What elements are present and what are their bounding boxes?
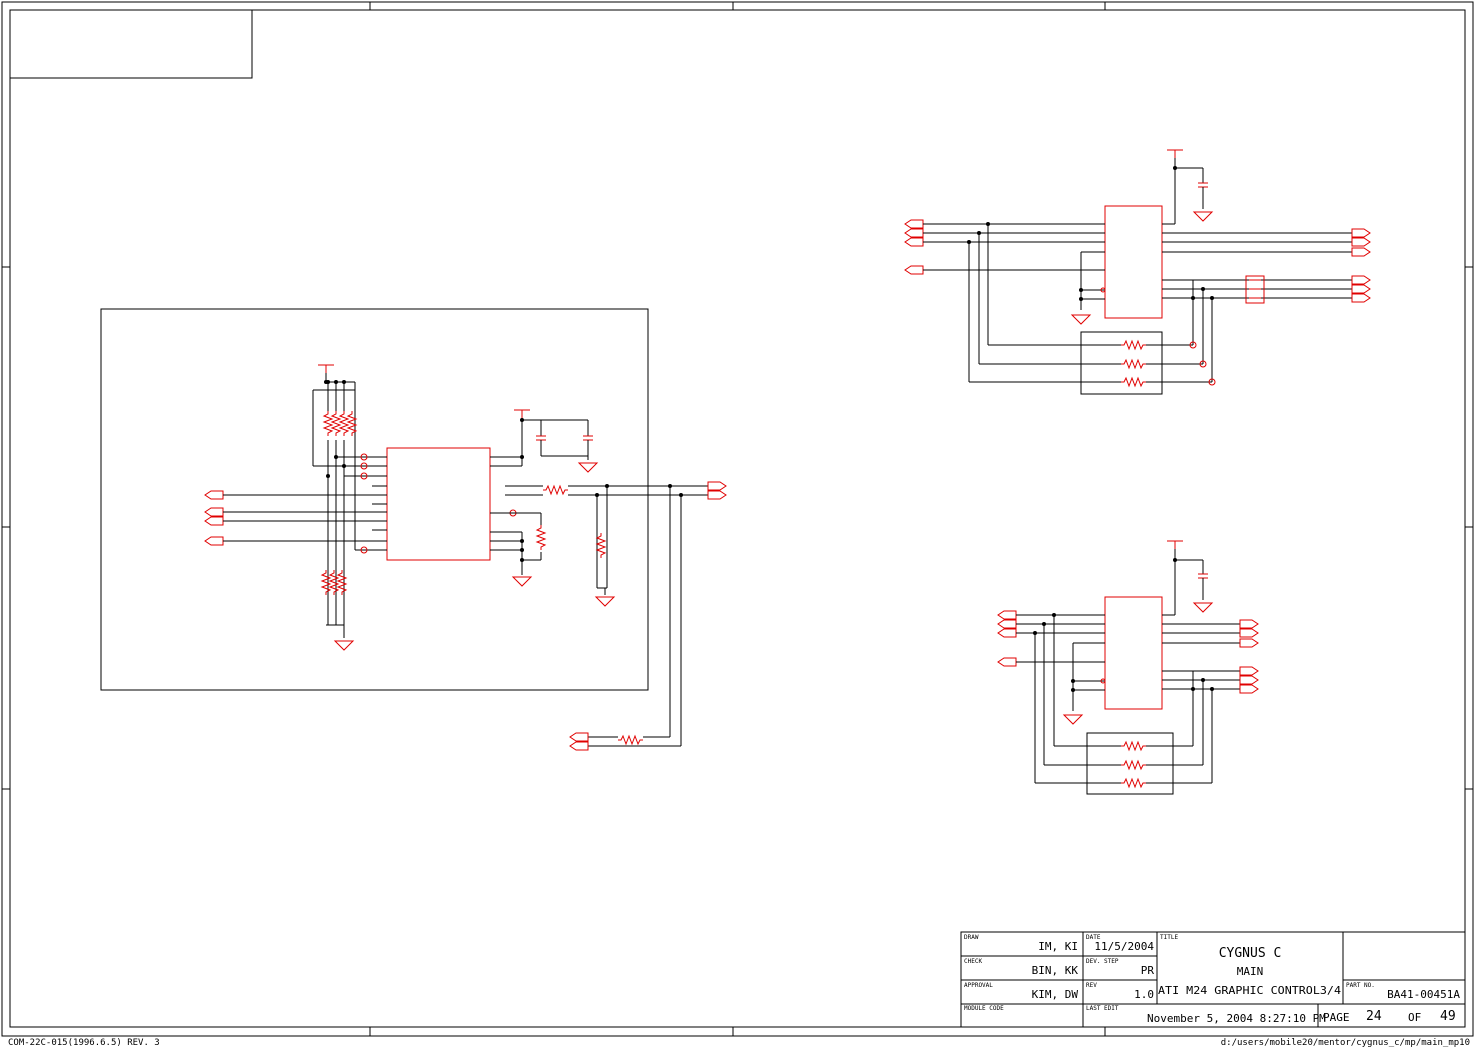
form-code: COM-22C-015(1996.6.5) REV. 3 [8,1038,160,1047]
part-no-label: PART NO. [1346,982,1375,989]
module-code-label: MODULE CODE [964,1005,1004,1012]
dev-step-value: PR [1141,964,1155,977]
draw-value: IM, KI [1038,940,1078,953]
of-label: OF [1408,1011,1421,1024]
rev-value: 1.0 [1134,988,1154,1001]
date-value: 11/5/2004 [1094,940,1154,953]
title-line-2: MAIN [1237,965,1264,978]
approval-value: KIM, DW [1032,988,1079,1001]
draw-label: DRAW [964,934,979,941]
date-label: DATE [1086,934,1101,941]
ic-upper-right [1104,205,1163,319]
page-label: PAGE [1323,1011,1350,1024]
total-pages: 49 [1440,1009,1456,1024]
last-edit-label: LAST EDIT [1086,1005,1119,1012]
ic-left [386,447,491,561]
check-value: BIN, KK [1032,964,1079,977]
file-path: d:/users/mobile20/mentor/cygnus_c/mp/mai… [1221,1038,1470,1047]
approval-label: APPROVAL [964,982,993,989]
note-box [9,9,253,79]
title-block: DRAW IM, KI CHECK BIN, KK APPROVAL KIM, … [960,931,1466,1028]
circuit-block-upper-right [904,149,1371,395]
ic-lower-right [1104,596,1163,710]
page-value: 24 [1366,1009,1382,1024]
title-line-3: ATI M24 GRAPHIC CONTROL3/4 [1158,984,1341,997]
part-no-value: BA41-00451A [1387,988,1460,1001]
title-label: TITLE [1160,934,1178,941]
check-label: CHECK [964,958,982,965]
title-line-1: CYGNUS C [1219,946,1282,961]
dev-step-label: DEV. STEP [1086,958,1119,965]
circuit-block-left [100,308,727,751]
rev-label: REV [1086,982,1097,989]
circuit-block-lower-right [997,540,1259,795]
last-edit-value: November 5, 2004 8:27:10 PM [1147,1012,1326,1025]
